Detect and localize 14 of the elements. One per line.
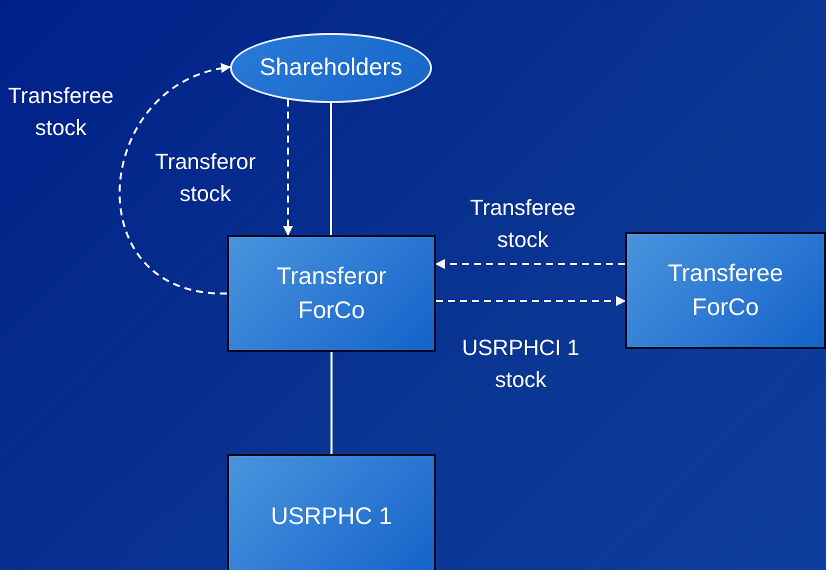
edge-label: Transferee stock	[8, 82, 114, 142]
ellipse-node: Shareholders	[230, 33, 432, 103]
arrow	[283, 100, 293, 236]
connector-line	[330, 103, 332, 235]
edge-label: Transferor stock	[155, 148, 256, 208]
process-box: Transferee ForCo	[625, 232, 826, 349]
connector-line	[330, 352, 332, 454]
process-box: Transferor ForCo	[227, 235, 436, 352]
edge-label: USRPHCI 1 stock	[462, 334, 580, 394]
process-box: USRPHC 1	[227, 454, 436, 570]
arrow	[118, 64, 232, 294]
edge-label: Transferee stock	[470, 194, 576, 254]
arrow	[435, 259, 625, 269]
arrow	[436, 296, 626, 306]
